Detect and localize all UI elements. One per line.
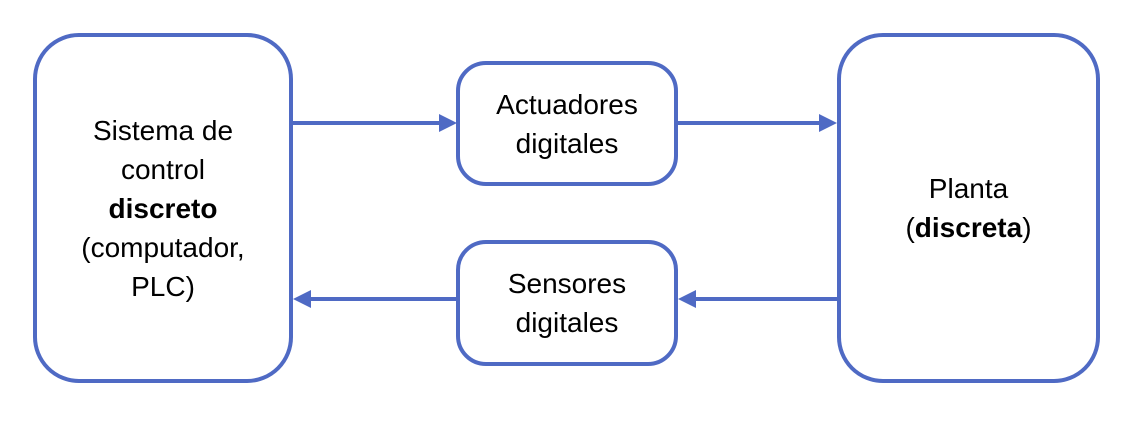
arrow-plant-to-sensors: [696, 297, 837, 301]
node-control-line-bold: discreto: [108, 192, 218, 224]
node-control-line: PLC): [131, 270, 195, 302]
node-control-line: control: [120, 153, 206, 185]
node-sensors-line: Sensores: [507, 268, 627, 299]
arrow-sensors-to-control: [311, 297, 456, 301]
arrow-control-to-actuators: [293, 121, 439, 125]
node-plant-line: Planta: [928, 173, 1009, 204]
node-sensors-line: digitales: [515, 307, 619, 338]
arrowhead-right-icon: [819, 114, 837, 132]
arrowhead-right-icon: [439, 114, 457, 132]
node-control-line: (computador,: [81, 231, 245, 263]
arrowhead-left-icon: [293, 290, 311, 308]
node-digital-actuators: Actuadores digitales: [456, 61, 678, 186]
node-plant: Planta (discreta): [837, 33, 1100, 383]
arrow-actuators-to-plant: [678, 121, 819, 125]
plant-word-bold: discreta: [914, 212, 1023, 243]
node-control-line: Sistema de: [92, 114, 234, 146]
node-actuators-line: Actuadores: [496, 88, 638, 120]
plant-paren-open: (: [905, 212, 915, 243]
plant-paren-close: ): [1022, 212, 1032, 243]
arrowhead-left-icon: [678, 290, 696, 308]
node-actuators-line: digitales: [515, 127, 619, 159]
node-digital-sensors: Sensores digitales: [456, 240, 678, 366]
node-control-system: Sistema de control discreto (computador,…: [33, 33, 293, 383]
node-plant-line: (discreta): [905, 208, 1031, 247]
